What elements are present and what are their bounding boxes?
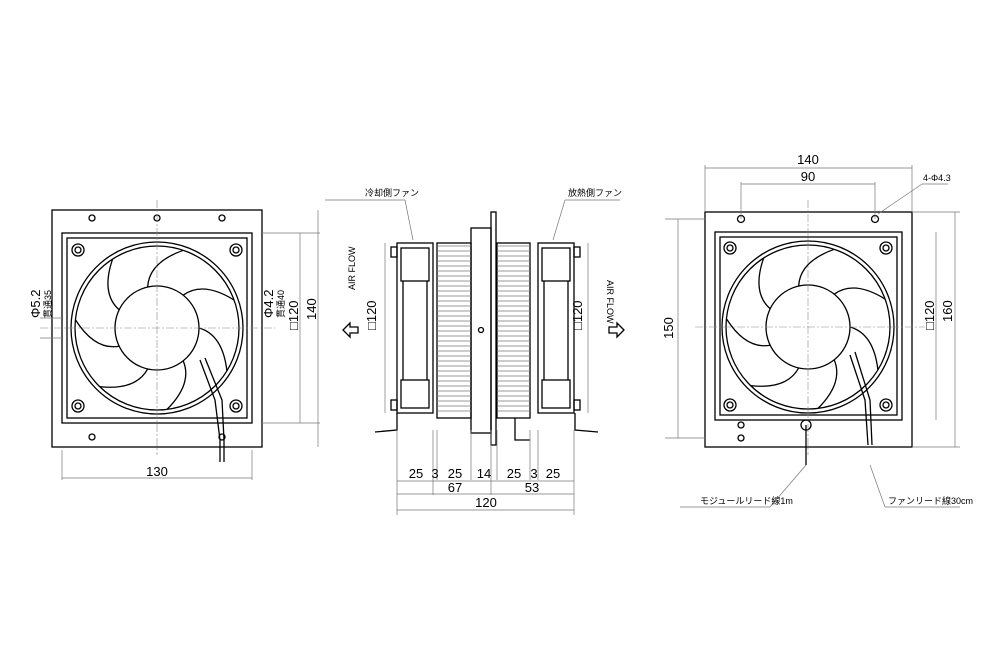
- dim-25c: 25: [507, 466, 521, 481]
- module-lead-label: モジュールリード線1m: [700, 495, 793, 506]
- heatsink-cold: [436, 242, 472, 419]
- airflow-right: AIR FLOW: [605, 280, 615, 324]
- fan-blade: [750, 367, 800, 387]
- cold-fan-label: 冷却側ファン: [365, 187, 419, 198]
- heatsink-hot: [496, 242, 531, 419]
- dim-67: 67: [448, 480, 462, 495]
- center-block: [470, 227, 492, 434]
- outer-height-dim: 160: [940, 300, 955, 322]
- fan-wire: [849, 351, 873, 446]
- width-dim: 130: [146, 464, 168, 479]
- fan-size-right: □120: [570, 300, 585, 330]
- cold-fan: [396, 242, 434, 414]
- fan-blade: [166, 360, 187, 410]
- arrow-right-icon: [608, 321, 625, 339]
- fan-blades: [74, 249, 235, 410]
- dim-53: 53: [525, 480, 539, 495]
- fan-wire: [199, 357, 225, 441]
- fan-blade: [849, 326, 879, 370]
- outer-width-dim: 140: [797, 152, 819, 167]
- dim-3a: 3: [431, 466, 438, 481]
- fan-size-dim: □120: [922, 300, 937, 330]
- hole-dia-dim: Φ5.2: [28, 290, 43, 318]
- fan-hole-note: 貫通40: [276, 290, 286, 318]
- dim-25a: 25: [409, 466, 423, 481]
- height-dim: 140: [304, 298, 319, 320]
- fan-size-left: □120: [364, 300, 379, 330]
- hole-note: 貫通35: [43, 290, 53, 318]
- dim-25b: 25: [448, 466, 462, 481]
- airflow-left: AIR FLOW: [347, 246, 357, 290]
- fan-frame: [714, 231, 903, 421]
- side-view: 冷却側ファン 放熱側ファン AIR FLOW AIR FLOW □120 □12…: [325, 187, 625, 515]
- fan-blade: [798, 248, 835, 287]
- holes-dim: 4-Φ4.3: [923, 173, 951, 183]
- height-dim: 150: [661, 317, 676, 339]
- fan-blade: [99, 368, 149, 388]
- fan-blade: [74, 319, 120, 348]
- fan-blade: [817, 359, 838, 409]
- right-front-view: 140 90 4-Φ4.3 150 □120 160 モジュールリード線1m フ…: [661, 152, 973, 508]
- wires: [374, 413, 599, 441]
- hot-fan-label: 放熱側ファン: [568, 187, 622, 198]
- left-front-view: 130 Φ5.2 貫通35 Φ4.2 貫通40 □120 140: [28, 200, 320, 480]
- dim-total: 120: [475, 495, 497, 510]
- fan-blade: [198, 327, 228, 371]
- center-plate: [490, 211, 497, 446]
- fan-blade: [107, 258, 120, 311]
- fan-size-dim: □120: [286, 300, 301, 330]
- fan-blades: [725, 248, 886, 409]
- hot-fan: [537, 242, 575, 414]
- hole-pitch-dim: 90: [801, 169, 815, 184]
- fan-blade: [182, 288, 235, 301]
- fan-lead-label: ファンリード線30cm: [888, 495, 973, 506]
- fan-blade: [758, 257, 771, 310]
- fan-blade: [833, 287, 886, 300]
- corner-holes: [71, 214, 243, 441]
- fan-hole-dia-dim: Φ4.2: [261, 290, 276, 318]
- dim-14: 14: [477, 466, 491, 481]
- arrow-left-icon: [342, 321, 359, 339]
- mounting-plate: [704, 211, 913, 448]
- dim-25d: 25: [546, 466, 560, 481]
- dim-3b: 3: [530, 466, 537, 481]
- fan-blade: [725, 318, 771, 347]
- corner-holes: [723, 214, 893, 442]
- fan-blade: [147, 249, 184, 288]
